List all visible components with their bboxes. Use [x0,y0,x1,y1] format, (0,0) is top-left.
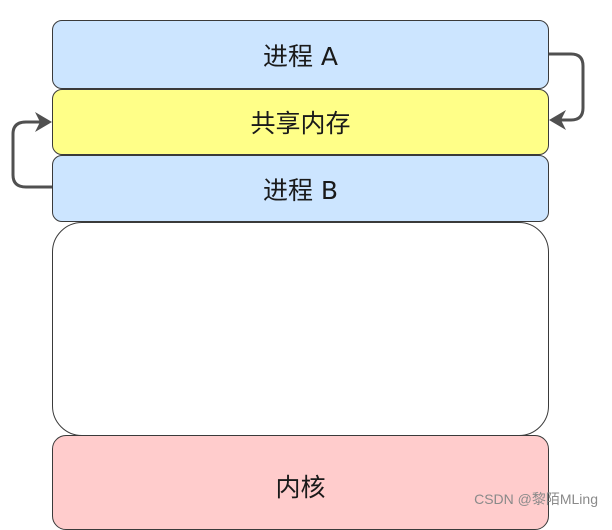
kernel-box: 内核 [52,435,549,530]
arrow-process-b-to-shared-memory [11,120,52,189]
kernel-label: 内核 [275,473,326,502]
arrow-process-a-to-shared-memory [549,52,585,122]
process-b-label: 进程 B [262,175,339,205]
process-b-box: 进程 B [52,155,549,222]
process-a-box: 进程 A [52,20,549,89]
user-space-region [52,222,549,436]
arrowhead-left-icon [35,112,52,132]
watermark: CSDN @黎陌MLing [474,491,598,507]
process-a-label: 进程 A [262,41,339,71]
shared-memory-box: 共享内存 [52,89,549,155]
shared-memory-label: 共享内存 [250,109,351,138]
arrowhead-right-icon [549,110,566,130]
